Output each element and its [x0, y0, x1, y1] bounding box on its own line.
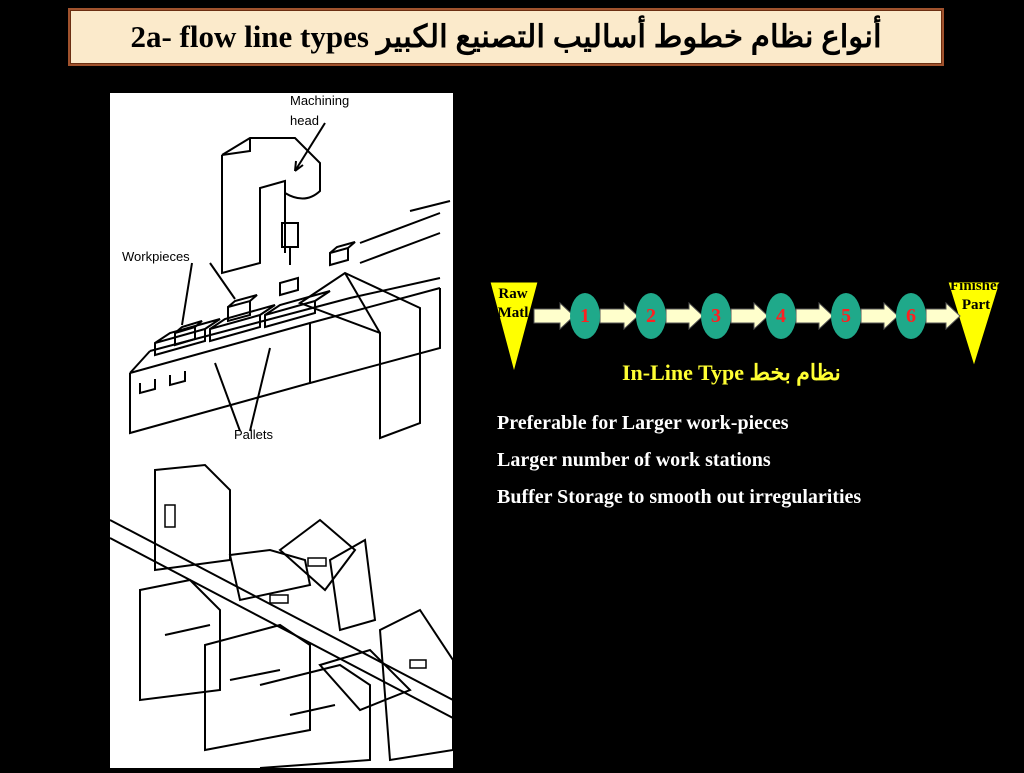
inline-type-caption: In-Line Type نظام بخط: [622, 360, 841, 385]
title-banner: 2a- flow line types أنواع نظام خطوط أسال…: [68, 8, 944, 66]
label-head: head: [290, 113, 319, 128]
finished-part-label: Finished Part: [950, 277, 1002, 315]
inline-flow-diagram: [489, 270, 1024, 380]
rotary-line-drawing: [109, 463, 454, 769]
transfer-line-illustration: Machining head Workpieces Pallets: [110, 93, 453, 460]
station-4: 4: [766, 293, 796, 339]
rotary-line-illustration: [109, 460, 454, 769]
raw-material-label: Raw Matl: [490, 285, 536, 323]
finished-label-line-1: Finished: [950, 278, 1002, 294]
finished-part-triangle: [947, 281, 1001, 368]
flow-arrow-2: [599, 301, 639, 331]
flow-arrow-7: [925, 301, 961, 331]
bullet-item: Preferable for Larger work-pieces: [497, 412, 789, 434]
slide-title: 2a- flow line types أنواع نظام خطوط أسال…: [130, 19, 882, 54]
flow-arrow-6: [860, 301, 899, 331]
raw-material-triangle: [489, 281, 539, 374]
station-5: 5: [831, 293, 861, 339]
flow-arrow-4: [730, 301, 769, 331]
raw-label-line-2: Matl: [497, 305, 529, 321]
finished-label-line-2: Part: [961, 297, 991, 313]
station-3: 3: [701, 293, 731, 339]
flow-arrow-3: [665, 301, 704, 331]
label-pallets: Pallets: [234, 427, 274, 442]
flow-arrow-1: [533, 301, 575, 331]
bullet-item: Buffer Storage to smooth out irregularit…: [497, 486, 862, 508]
station-2: 2: [636, 293, 666, 339]
flow-arrow-group: [533, 301, 961, 331]
station-6: 6: [896, 293, 926, 339]
flow-arrows: [489, 281, 1001, 374]
flow-arrow-5: [795, 301, 834, 331]
raw-label-line-1: Raw: [498, 286, 528, 302]
label-workpieces: Workpieces: [122, 249, 190, 264]
transfer-line-drawing: Machining head Workpieces Pallets: [122, 93, 451, 442]
station-1: 1: [570, 293, 600, 339]
bullet-list: Preferable for Larger work-pieces Larger…: [497, 409, 861, 520]
bullet-item: Larger number of work stations: [497, 449, 771, 471]
label-machining: Machining: [290, 93, 349, 108]
